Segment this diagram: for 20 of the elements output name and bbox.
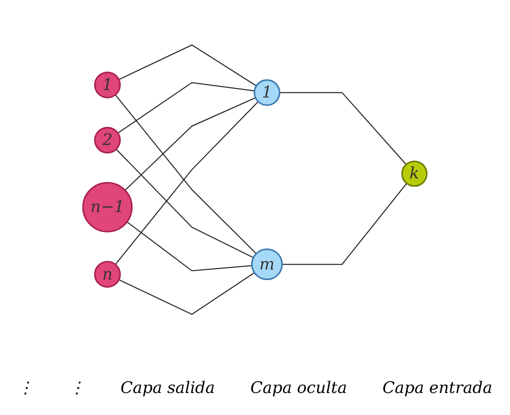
connector [126, 222, 253, 272]
node-circle: 2 [94, 127, 121, 154]
node-circle: 1 [254, 80, 280, 106]
layer-label: ⋮ [69, 378, 86, 397]
layer-label: Capa salida [120, 378, 215, 397]
node-circle: n−1 [82, 182, 133, 233]
layer-label: ⋮ [18, 378, 34, 397]
connector [282, 183, 408, 266]
node-circle: m [251, 248, 283, 280]
layer-label: Capa oculta [250, 378, 348, 397]
node-circle: k [401, 160, 428, 188]
connector [116, 149, 254, 258]
connector [118, 44, 257, 87]
layer-label: Capa entrada [382, 378, 492, 397]
connector [118, 272, 256, 316]
node-circle: 1 [94, 72, 121, 99]
connector [124, 98, 256, 192]
connector [279, 92, 407, 166]
node-circle: n [94, 261, 121, 288]
connector [117, 82, 256, 134]
